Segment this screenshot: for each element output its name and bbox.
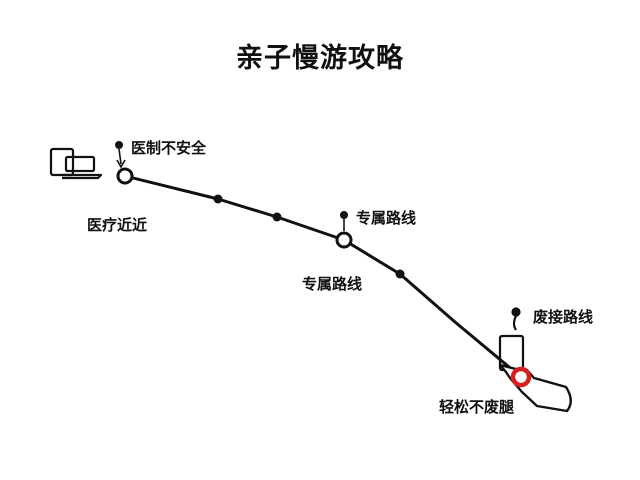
stop-3-label: 轻松不废腿 <box>439 398 515 416</box>
stop-1-label: 医疗近近 <box>87 216 148 234</box>
stop-1-node <box>116 167 134 185</box>
stop-3-node <box>510 366 532 388</box>
stop-2-callout: 专属路线 <box>356 209 417 227</box>
stop-2-node <box>335 231 353 249</box>
route-dot <box>395 269 405 279</box>
route-dot <box>272 212 282 222</box>
stop-1-callout-pin <box>115 141 126 169</box>
laptop-icon <box>49 147 103 180</box>
diagram-title: 亲子慢游攻略 <box>236 43 404 74</box>
stop-2-label: 专属路线 <box>302 275 363 293</box>
route-dot <box>213 194 223 204</box>
stop-2-callout-pin <box>340 211 348 231</box>
stop-3-callout: 废接路线 <box>533 308 594 326</box>
stop-1-callout: 医制不安全 <box>131 139 207 157</box>
